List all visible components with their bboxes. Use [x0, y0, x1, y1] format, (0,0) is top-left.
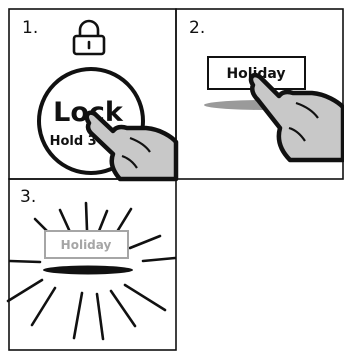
step-3-number: 3. — [20, 187, 36, 207]
padlock-icon — [74, 21, 104, 54]
panel-step-1: 1. Lock Hold 3 sec. — [22, 18, 176, 179]
holiday-button-faded-label: Holiday — [61, 238, 112, 252]
panel-step-2: 2. Holiday — [189, 18, 343, 160]
panel-step-3: 3. Holiday — [8, 187, 175, 339]
button-shadow — [43, 266, 133, 275]
step-1-number: 1. — [22, 18, 38, 38]
step-2-number: 2. — [189, 18, 205, 38]
